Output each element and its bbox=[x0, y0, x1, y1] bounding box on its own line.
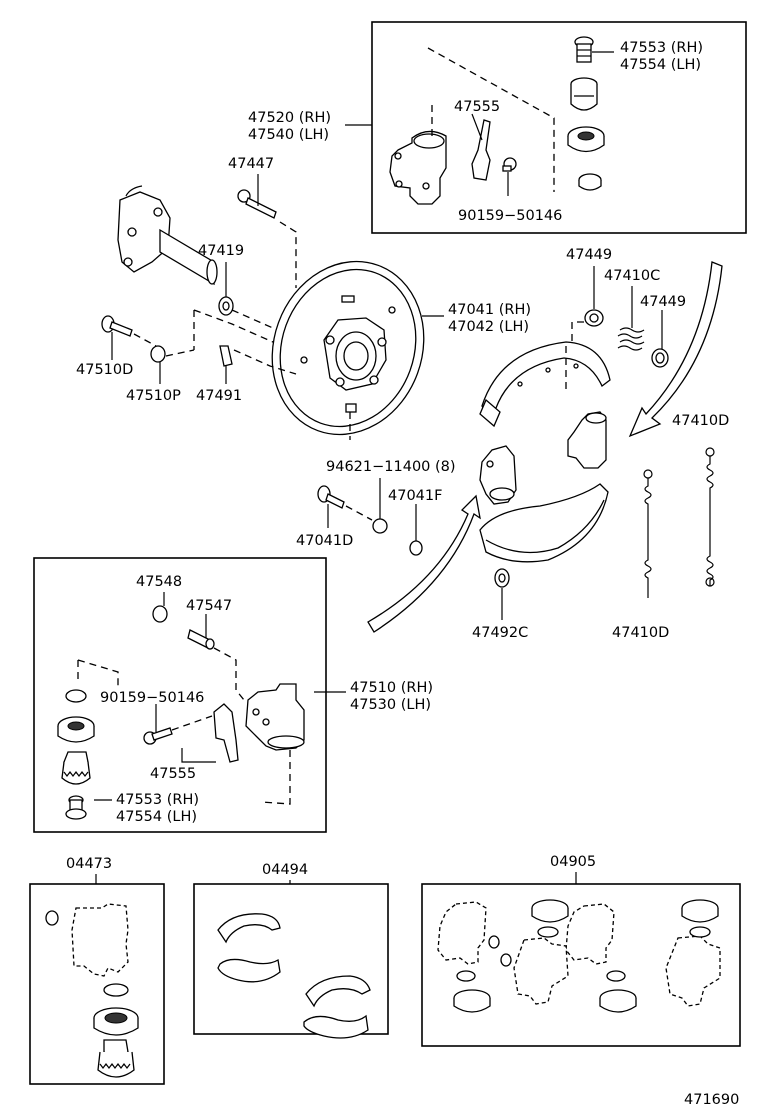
label-47419: 47419 bbox=[198, 243, 244, 259]
label-47548: 47548 bbox=[136, 574, 182, 590]
label-47410D-bottom: 47410D bbox=[612, 625, 669, 641]
bleeder-bolt-bottom bbox=[143, 727, 173, 745]
plug-47492C bbox=[494, 568, 510, 588]
adjuster-top bbox=[570, 77, 598, 111]
spring-47410D-right bbox=[705, 447, 715, 587]
assembly-arrow-left bbox=[367, 494, 481, 633]
label-47041: 47041 (RH) bbox=[448, 302, 531, 318]
label-47447: 47447 bbox=[228, 156, 274, 172]
bleeder-plug-top bbox=[574, 36, 594, 63]
backing-plate bbox=[271, 260, 425, 436]
label-47553-bottom: 47553 (RH) bbox=[116, 792, 199, 808]
kit-04905-seals-4 bbox=[599, 970, 637, 1013]
label-47554-bottom: 47554 (LH) bbox=[116, 809, 197, 825]
brake-shoe-lower bbox=[479, 483, 609, 563]
hub-bolt-47447 bbox=[237, 189, 277, 219]
inset-wheel-cylinder-bottom: 47548 47547 90159−50146 47555 47553 (RH)… bbox=[33, 557, 346, 833]
axle-carrier bbox=[117, 185, 218, 286]
label-kit-04494: 04494 bbox=[262, 862, 308, 878]
retaining-cup-47449-b bbox=[651, 348, 669, 368]
label-47520: 47520 (RH) bbox=[248, 110, 331, 126]
retaining-cup-47449-a bbox=[584, 309, 604, 327]
kit-04473-seal bbox=[93, 983, 139, 1036]
clip-47491 bbox=[219, 345, 233, 367]
label-47449-b: 47449 bbox=[640, 294, 686, 310]
label-47410D-right: 47410D bbox=[672, 413, 729, 429]
label-47554-top: 47554 (LH) bbox=[620, 57, 701, 73]
label-47555-top: 47555 bbox=[454, 99, 500, 115]
bleeder-47547 bbox=[187, 629, 215, 650]
label-kit-04905: 04905 bbox=[550, 854, 596, 870]
label-47042: 47042 (LH) bbox=[448, 319, 529, 335]
kit-04473-gear bbox=[97, 1039, 135, 1078]
nut-94621 bbox=[372, 518, 388, 534]
bolt-47510D bbox=[101, 315, 133, 337]
label-47555-bottom: 47555 bbox=[150, 766, 196, 782]
adjuster-right bbox=[567, 411, 607, 469]
kit-04494-shoe-1 bbox=[217, 913, 281, 983]
bolt-47041D bbox=[317, 485, 345, 509]
label-47449-a: 47449 bbox=[566, 247, 612, 263]
bleeder-bolt-top bbox=[502, 157, 517, 172]
spring-47410D-bottom bbox=[643, 469, 653, 598]
label-47510P: 47510P bbox=[126, 388, 181, 404]
label-47510D: 47510D bbox=[76, 362, 133, 378]
label-47491: 47491 bbox=[196, 388, 242, 404]
wheel-cylinder-body-top bbox=[389, 130, 447, 205]
kit-04905-seals-2 bbox=[681, 899, 719, 938]
figure-number: 471690 bbox=[684, 1092, 739, 1108]
label-47530: 47530 (LH) bbox=[350, 697, 431, 713]
assembly-arrow-right bbox=[628, 261, 723, 438]
bracket-47555-top bbox=[471, 119, 491, 181]
label-47510: 47510 (RH) bbox=[350, 680, 433, 696]
label-47410C: 47410C bbox=[604, 268, 660, 284]
dust-ring-bottom bbox=[65, 689, 87, 703]
brake-shoe-upper bbox=[479, 341, 611, 428]
label-90159-bottom: 90159−50146 bbox=[100, 690, 204, 706]
label-47553-top: 47553 (RH) bbox=[620, 40, 703, 56]
label-47547: 47547 bbox=[186, 598, 232, 614]
washer-47419 bbox=[218, 296, 234, 316]
label-47492C: 47492C bbox=[472, 625, 528, 641]
wheel-cylinder-center bbox=[479, 445, 517, 505]
adjuster-gear-bottom bbox=[61, 751, 91, 785]
kit-04473: 04473 bbox=[29, 856, 165, 1085]
label-94621: 94621−11400 (8) bbox=[326, 459, 456, 475]
piston-cup-top bbox=[567, 126, 605, 153]
kit-04905: 04905 bbox=[421, 854, 741, 1047]
label-47041D: 47041D bbox=[296, 533, 353, 549]
bleeder-plug-bottom bbox=[65, 795, 87, 820]
wheel-cylinder-body-bottom bbox=[245, 683, 305, 751]
kit-04494-shoe-2 bbox=[303, 975, 371, 1039]
spring-47410C bbox=[617, 327, 645, 351]
inset-wheel-cylinder-top: 47553 (RH) 47554 (LH) 47555 90159−50146 bbox=[345, 21, 747, 234]
label-90159-top: 90159−50146 bbox=[458, 208, 562, 224]
kit-04905-seals-1 bbox=[531, 899, 569, 938]
kit-04905-seals-3 bbox=[453, 970, 491, 1013]
kit-04494: 04494 bbox=[193, 862, 389, 1039]
piston-cup-bottom bbox=[57, 716, 95, 743]
bracket-47555-bottom bbox=[213, 703, 239, 763]
label-47540: 47540 (LH) bbox=[248, 127, 329, 143]
dust-ring-top bbox=[578, 173, 602, 191]
nut-47041F bbox=[409, 540, 423, 556]
label-47041F: 47041F bbox=[388, 488, 442, 504]
washer-47510P bbox=[150, 345, 166, 363]
cap-47548 bbox=[152, 605, 168, 623]
label-kit-04473: 04473 bbox=[66, 856, 112, 872]
